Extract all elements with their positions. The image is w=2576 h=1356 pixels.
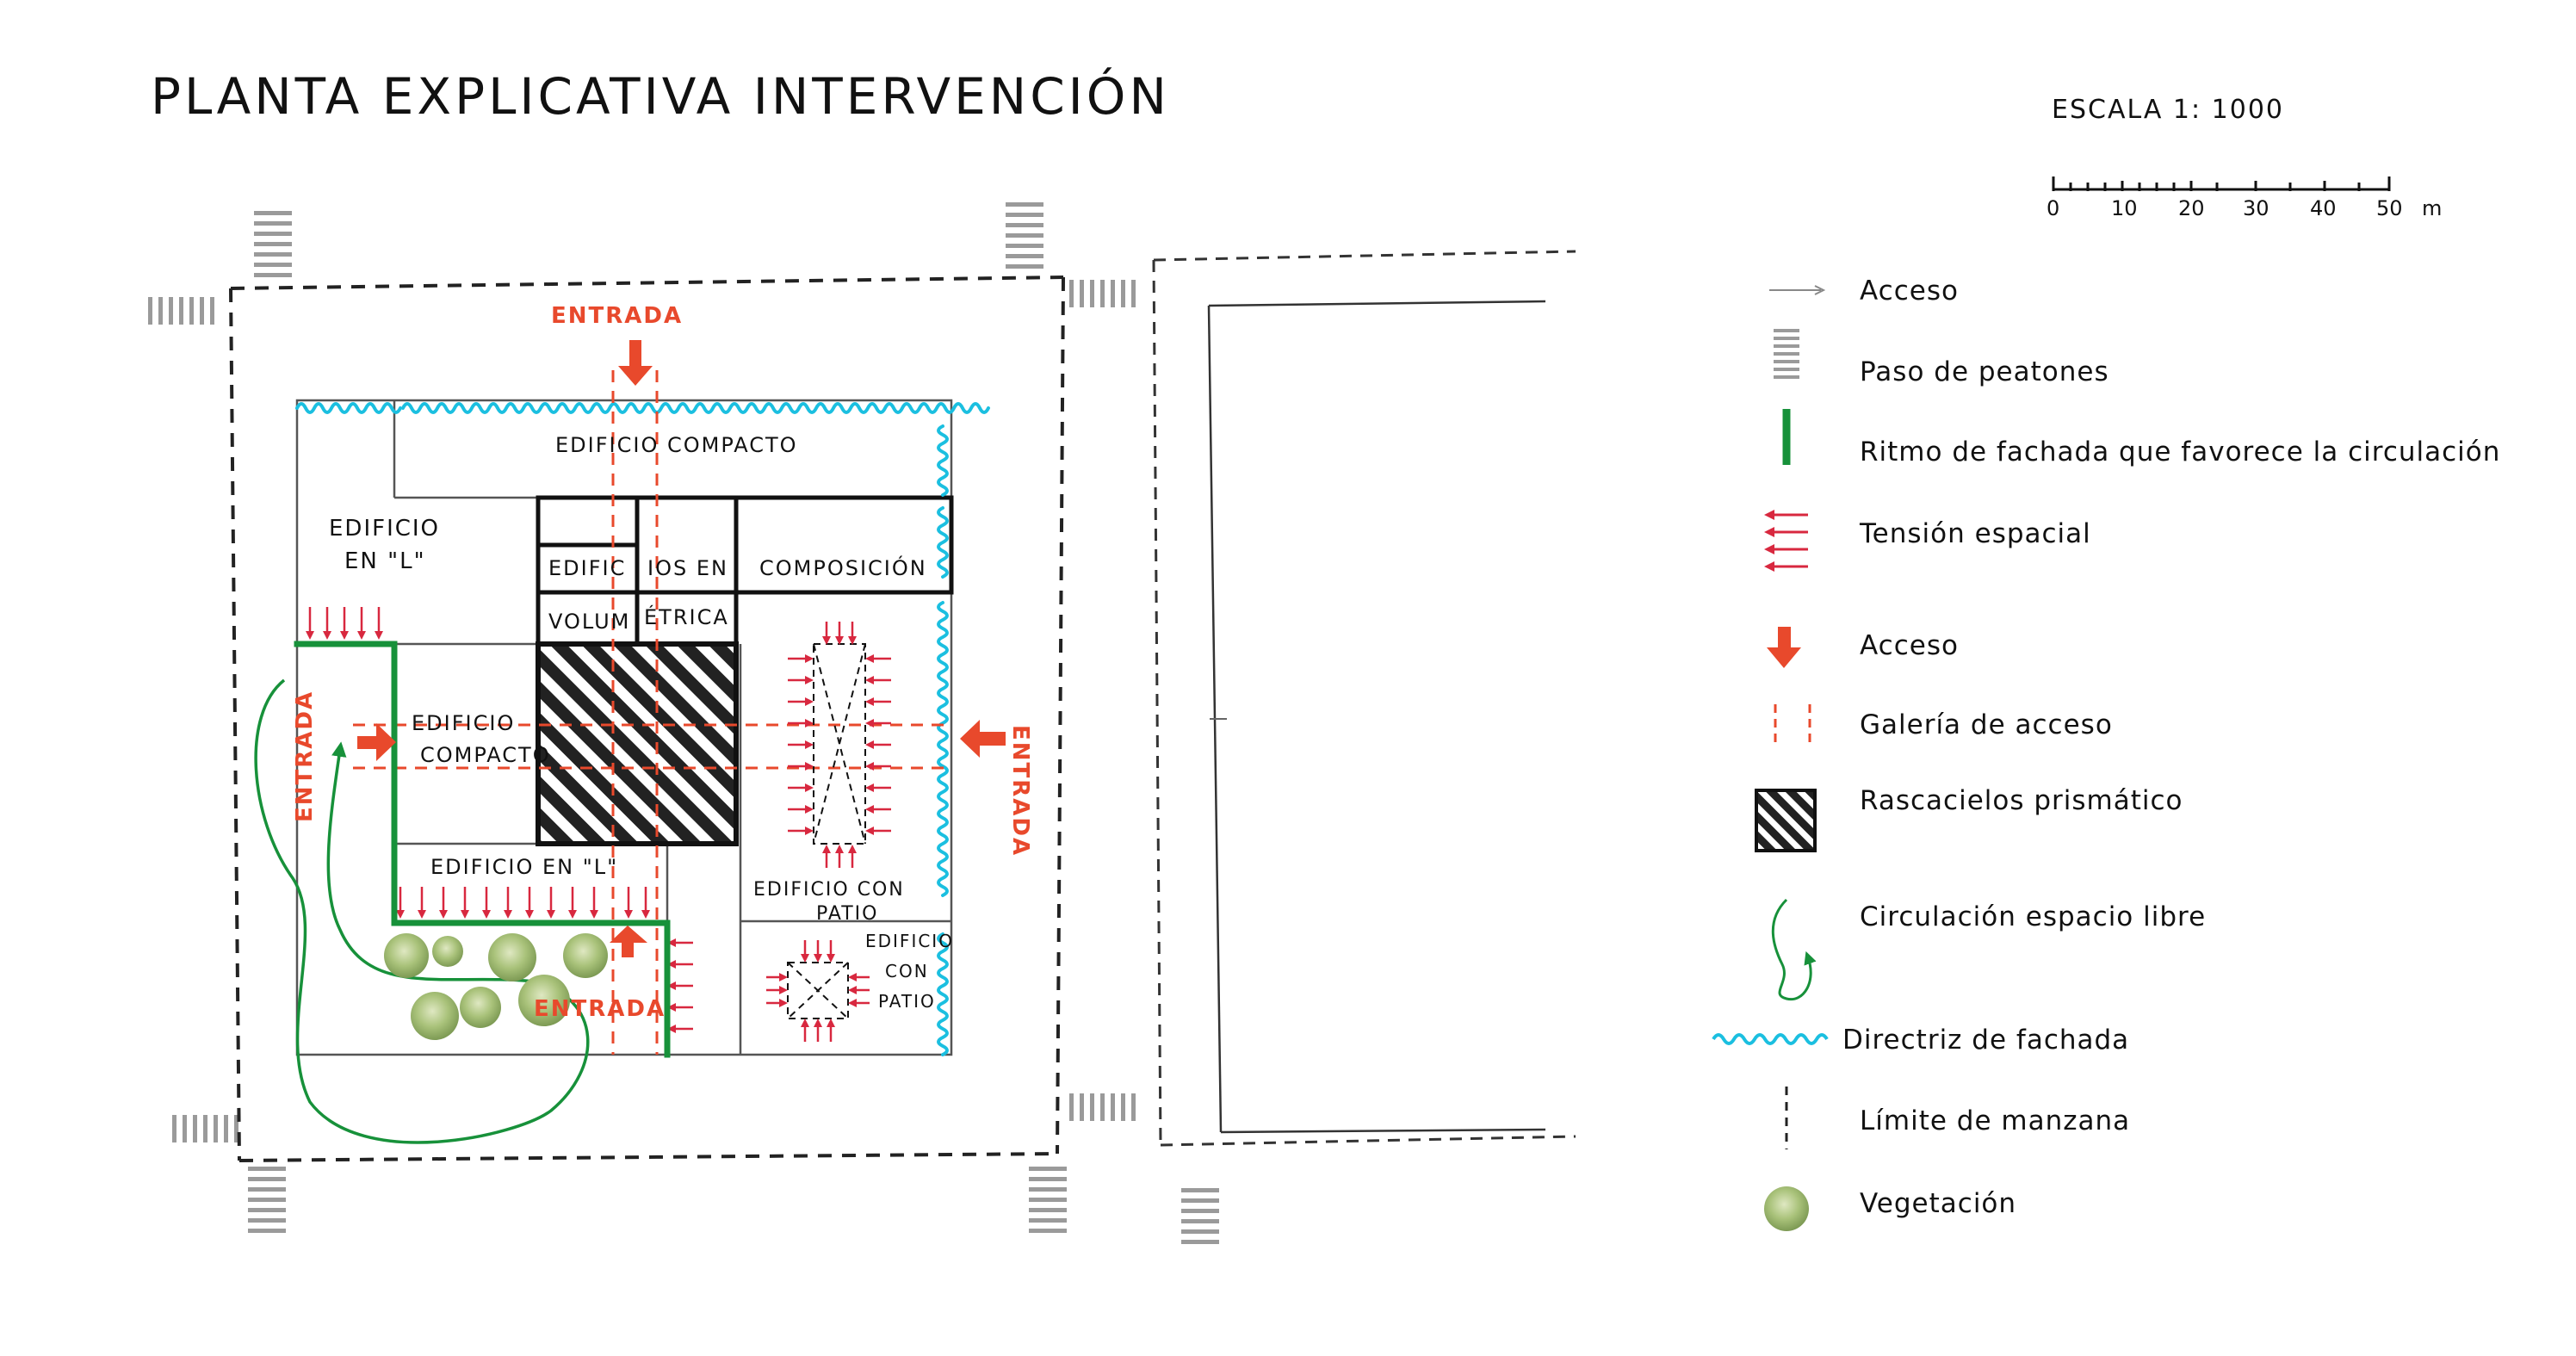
legend-label-acceso-2: Acceso xyxy=(1860,630,1959,661)
label-ios-en: IOS EN xyxy=(647,556,728,580)
scale-tick-30: 30 xyxy=(2243,196,2269,220)
legend-label-paso-peatones: Paso de peatones xyxy=(1860,356,2109,387)
legend-label-vegetacion: Vegetación xyxy=(1860,1188,2016,1219)
scale-tick-20: 20 xyxy=(2178,196,2205,220)
facade-directrix xyxy=(295,402,990,1056)
crosswalk-icons xyxy=(148,202,1219,1244)
free-circulation-path xyxy=(254,678,590,1144)
label-entrada-left: ENTRADA xyxy=(292,690,318,822)
label-edificio-l-top-2: EN "L" xyxy=(344,548,426,574)
legend: Acceso Paso de peatones Ritmo de fachada… xyxy=(1712,276,2500,1231)
label-edific: EDIFIC xyxy=(548,556,626,580)
label-edificio-l-bottom: EDIFICIO EN "L" xyxy=(430,855,618,879)
dashed-gallery-icon xyxy=(1774,704,1811,742)
label-edificio-patio-2-2: CON xyxy=(885,961,929,981)
access-arrows xyxy=(357,340,1006,957)
scale-tick-10: 10 xyxy=(2111,196,2138,220)
access-arrow-icon xyxy=(1767,627,1801,668)
legend-label-tension: Tensión espacial xyxy=(1859,518,2091,549)
access-galleries xyxy=(353,370,951,1055)
scale-tick-40: 40 xyxy=(2310,196,2337,220)
label-edificio-patio-2-3: PATIO xyxy=(878,991,936,1012)
legend-label-ritmo-fachada: Ritmo de fachada que favorece la circula… xyxy=(1860,437,2500,467)
hatched-square-icon xyxy=(1755,789,1817,852)
legend-label-rascacielos: Rascacielos prismático xyxy=(1860,785,2183,816)
label-edificio-l-top-1: EDIFICIO xyxy=(329,516,440,542)
label-etrica: ÉTRICA xyxy=(644,604,729,629)
label-composicion: COMPOSICIÓN xyxy=(759,554,927,580)
scale-tick-0: 0 xyxy=(2047,196,2059,220)
scale-tick-50: 50 xyxy=(2376,196,2403,220)
scale-ticks: 0 10 20 30 40 50 m xyxy=(2047,196,2442,220)
skyscraper-hatched xyxy=(536,641,739,846)
access-line-icon xyxy=(1769,285,1826,295)
label-edificio-compacto-left-2: COMPACTO xyxy=(420,743,551,767)
legend-label-limite: Límite de manzana xyxy=(1860,1105,2130,1136)
scale-unit: m xyxy=(2422,196,2442,220)
tension-arrows-icon xyxy=(1764,510,1808,572)
green-curve-arrow-icon xyxy=(1771,898,1817,1001)
vegetation-bushes xyxy=(384,933,608,1040)
tension-arrows-patio xyxy=(766,622,891,1042)
crosswalk-icon xyxy=(1774,329,1799,379)
facade-rhythm-green xyxy=(294,641,671,1058)
legend-label-galeria: Galería de acceso xyxy=(1860,709,2113,740)
legend-label-acceso-1: Acceso xyxy=(1860,276,1959,306)
label-edificio-patio-1-2: PATIO xyxy=(816,903,878,925)
label-entrada-bottom: ENTRADA xyxy=(534,996,666,1022)
tension-arrows-facade xyxy=(306,607,693,1033)
vegetation-icon xyxy=(1764,1186,1809,1231)
plan-labels: EDIFICIO COMPACTO EDIFICIO EN "L" EDIFIC… xyxy=(292,303,1033,1022)
scale-label: ESCALA 1: 1000 xyxy=(2052,95,2285,125)
page-title: PLANTA EXPLICATIVA INTERVENCIÓN xyxy=(151,67,1170,126)
legend-label-circulacion: Circulación espacio libre xyxy=(1860,901,2206,932)
label-entrada-top: ENTRADA xyxy=(551,303,683,329)
scale-bar xyxy=(2052,176,2391,191)
label-edificio-compacto-left-1: EDIFICIO xyxy=(412,711,515,735)
cyan-wave-icon xyxy=(1712,1033,1829,1045)
label-edificio-patio-1-1: EDIFICIO CON xyxy=(753,879,905,901)
label-volum: VOLUM xyxy=(548,610,630,634)
label-edificio-compacto-top: EDIFICIO COMPACTO xyxy=(555,433,798,457)
label-entrada-right: ENTRADA xyxy=(1007,725,1033,857)
block-limit xyxy=(229,276,1065,1162)
neighbour-block xyxy=(1152,250,1576,1147)
label-edificio-patio-2-1: EDIFICIO xyxy=(865,931,954,951)
legend-label-directriz: Directriz de fachada xyxy=(1842,1025,2129,1056)
